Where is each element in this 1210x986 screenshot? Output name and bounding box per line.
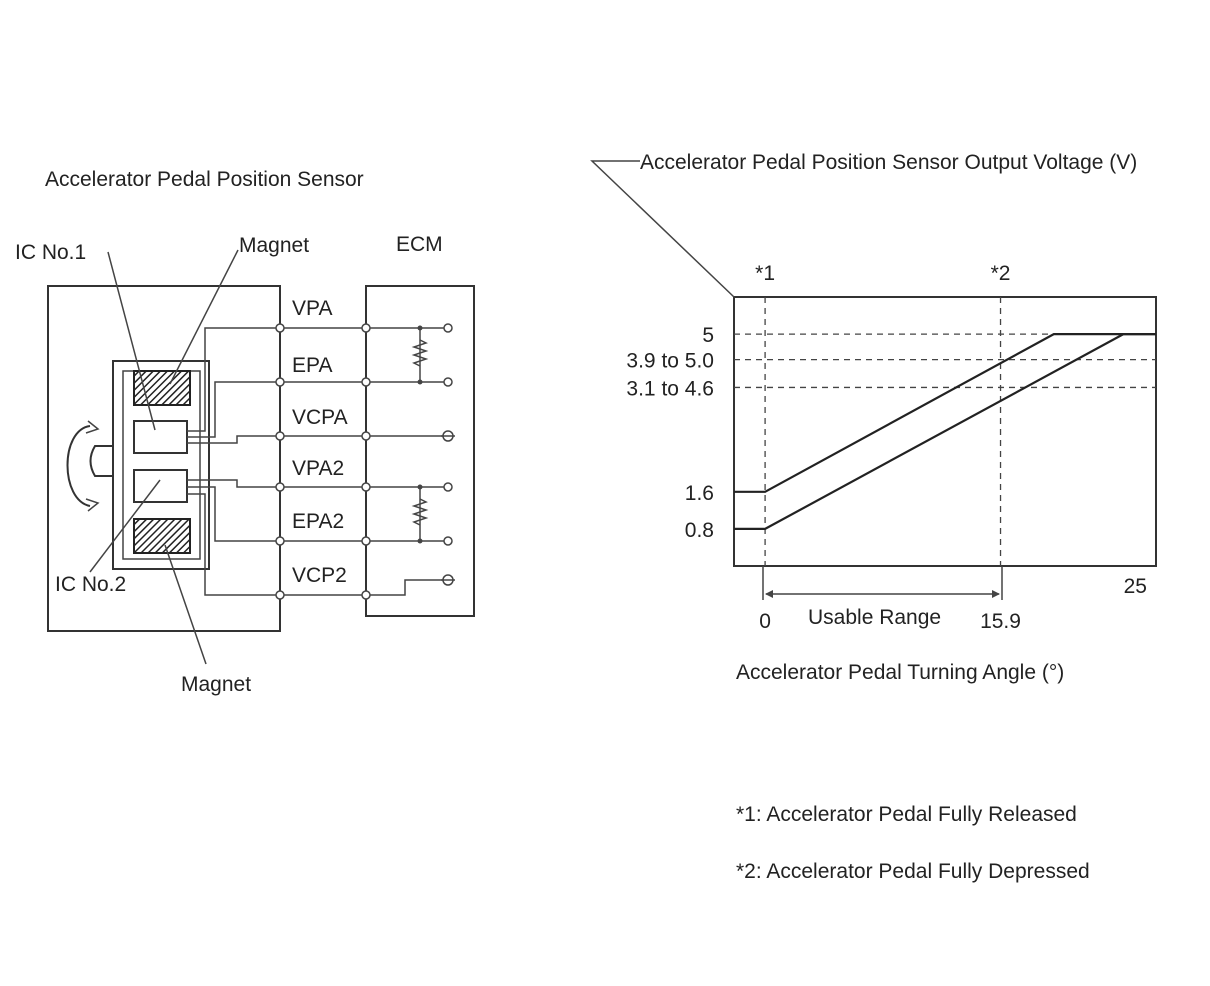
rotation-arc <box>66 425 91 507</box>
series-line <box>734 333 1156 531</box>
magnet-top-label: Magnet <box>239 234 309 257</box>
series-line <box>734 333 1156 493</box>
ic2-wire-vcp2 <box>187 493 280 596</box>
magnet-top <box>133 370 191 406</box>
terminal-epa: EPA <box>292 354 332 377</box>
rotation-arrow-bottom-icon <box>85 498 100 512</box>
output-voltage-chart: Accelerator Pedal Position Sensor Output… <box>590 151 1157 684</box>
resistor-2-icon <box>411 498 429 526</box>
shaft <box>89 445 113 477</box>
ecm-housing <box>365 285 475 617</box>
ic2-wire-epa2 <box>187 486 280 542</box>
junction-dot <box>417 379 423 385</box>
y-tick-label: 3.1 to 4.6 <box>626 377 714 400</box>
y-axis-label: Accelerator Pedal Position Sensor Output… <box>640 151 1137 174</box>
marker-label: *2 <box>991 262 1011 285</box>
rotor-frame <box>112 360 210 570</box>
ecm-terminal <box>443 482 453 492</box>
ic1-wire-vpa <box>187 327 280 432</box>
x-tick-label: 15.9 <box>980 610 1021 633</box>
y-tick-label: 0.8 <box>685 519 714 542</box>
magnet-bottom-leader <box>164 544 207 665</box>
sensor-housing <box>47 285 281 632</box>
ic1-leader <box>107 251 156 431</box>
usable-range-label: Usable Range <box>808 606 941 629</box>
ic1-wire-epa <box>187 381 280 438</box>
x-tick-label: 25 <box>1124 575 1147 598</box>
magnet-top-leader <box>169 249 239 385</box>
ecm-label: ECM <box>396 233 443 256</box>
ecm-terminal <box>443 323 453 333</box>
terminal-vpa2: VPA2 <box>292 457 344 480</box>
terminal-epa2: EPA2 <box>292 510 344 533</box>
ic2-leader <box>89 479 161 573</box>
junction-dot <box>417 325 423 331</box>
resistor-1-icon <box>411 339 429 367</box>
sensor-title: Accelerator Pedal Position Sensor <box>45 168 364 191</box>
note-1: *1: Accelerator Pedal Fully Released <box>736 803 1077 826</box>
ic-no1 <box>133 420 188 454</box>
ecm-terminal <box>443 377 453 387</box>
ic2-wire-vpa2 <box>187 479 280 488</box>
ecm-terminal <box>443 536 453 546</box>
terminal-vcp2: VCP2 <box>292 564 347 587</box>
terminal-vpa: VPA <box>292 297 332 320</box>
wire-vcp2-ecm <box>366 579 448 596</box>
ic1-wire-vcpa <box>187 435 280 444</box>
ic1-label: IC No.1 <box>15 241 86 264</box>
ic2-label: IC No.2 <box>55 573 126 596</box>
ic-no2 <box>133 469 188 503</box>
ylabel-leader <box>590 160 735 298</box>
x-axis-label: Accelerator Pedal Turning Angle (°) <box>736 661 1064 684</box>
magnet-bottom <box>133 518 191 554</box>
marker-label: *1 <box>755 262 775 285</box>
terminal-vcpa: VCPA <box>292 406 348 429</box>
y-tick-label: 5 <box>702 324 714 347</box>
y-tick-label: 1.6 <box>685 482 714 505</box>
x-tick-label: 0 <box>759 610 771 633</box>
junction-dot <box>417 484 423 490</box>
note-2: *2: Accelerator Pedal Fully Depressed <box>736 860 1090 883</box>
connector-nodes <box>275 323 371 600</box>
magnet-bottom-label: Magnet <box>181 673 251 696</box>
y-tick-label: 3.9 to 5.0 <box>626 350 714 373</box>
chart-frame <box>733 296 1157 567</box>
rotation-arrow-top-icon <box>85 420 100 434</box>
junction-dot <box>417 538 423 544</box>
